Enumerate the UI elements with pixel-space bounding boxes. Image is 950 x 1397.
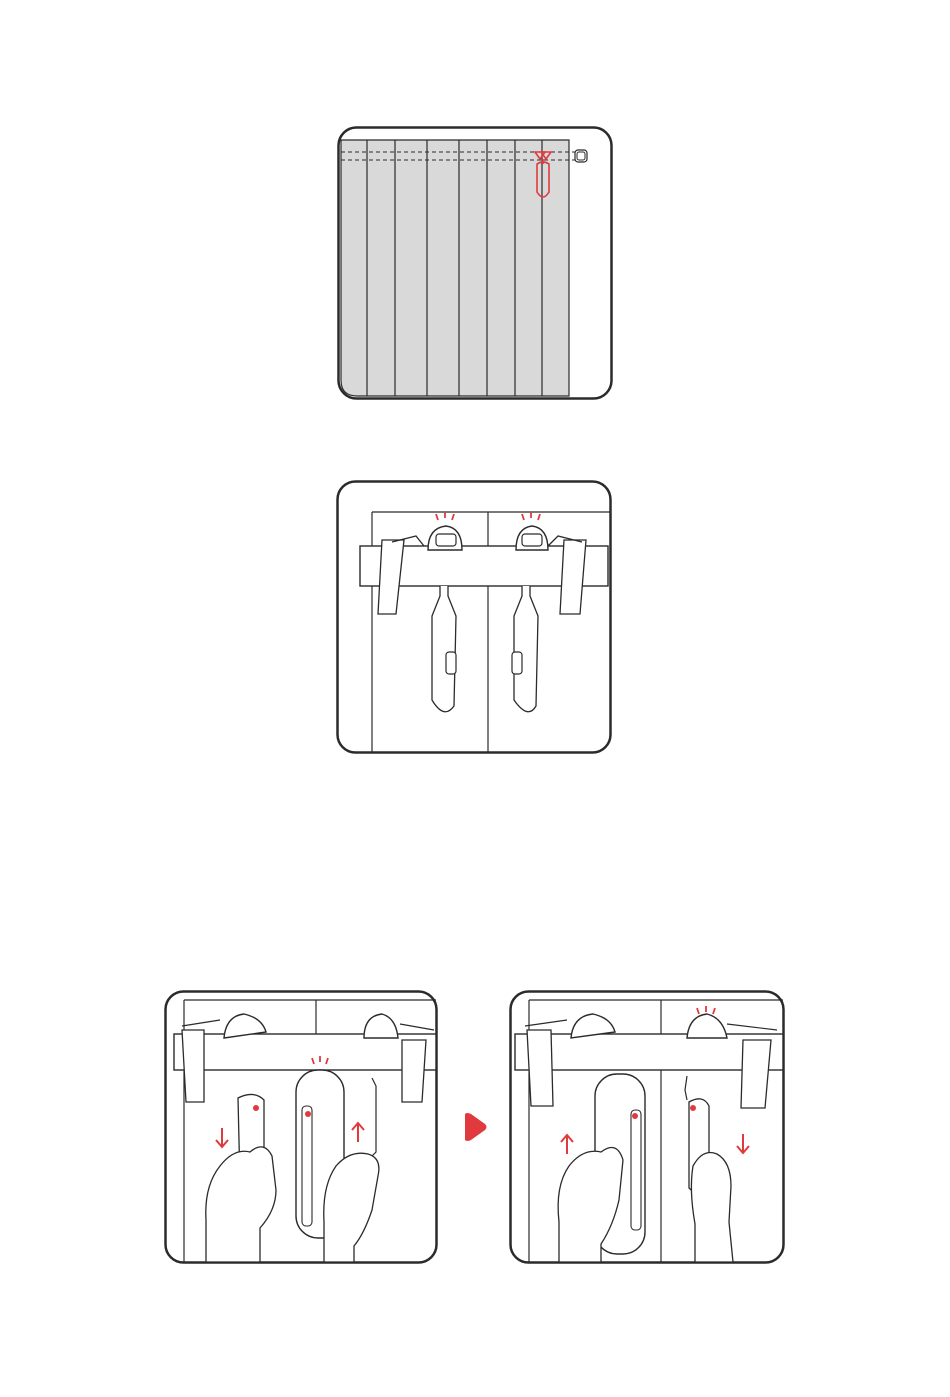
end-cap-icon <box>575 150 587 162</box>
panel-motors-on-track <box>336 480 612 754</box>
panel-press-motors-step-2 <box>509 990 785 1264</box>
next-step-triangle-icon <box>463 1112 489 1142</box>
panel-press-motors-step-1 <box>164 990 438 1264</box>
panel-curtain-track-overview <box>337 126 613 400</box>
curtain-icon <box>341 140 569 396</box>
